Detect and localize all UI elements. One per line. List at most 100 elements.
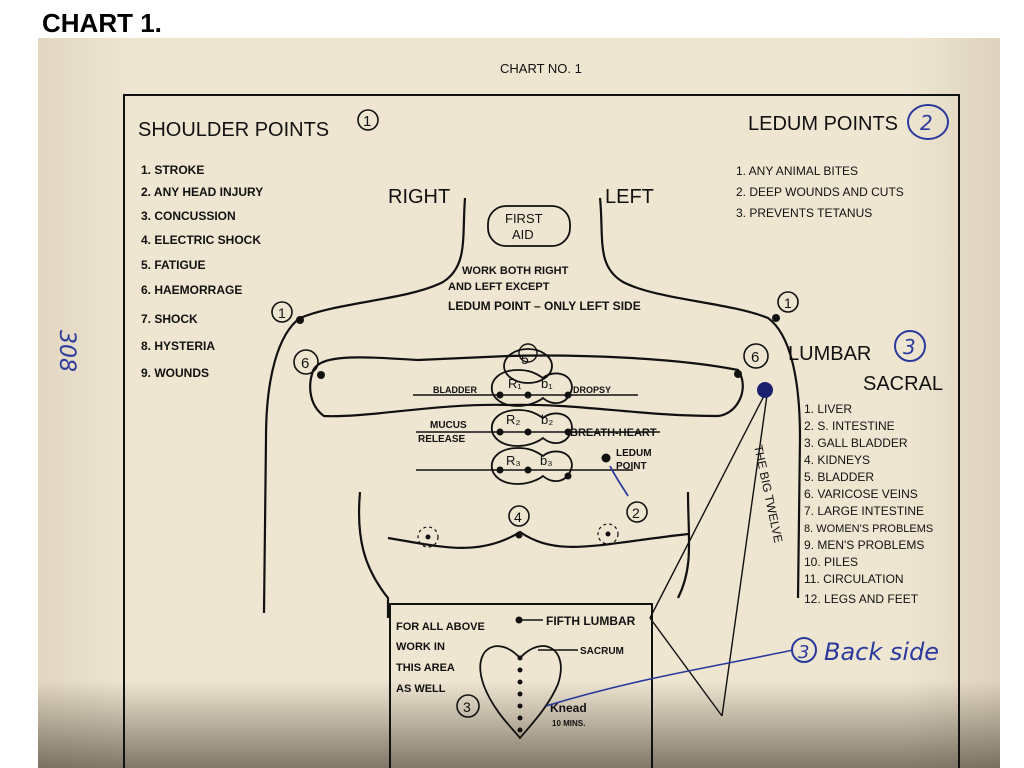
knead-duration: 10 MINS.	[552, 719, 585, 728]
sacral-title: SACRAL	[863, 373, 943, 395]
marker-shoulder-right-circle	[271, 301, 293, 323]
marker-ledum-circle	[626, 501, 648, 523]
chest-label-ledum: LEDUM	[616, 448, 652, 459]
instruction-line: WORK BOTH RIGHT	[462, 265, 569, 277]
list-item: 9. WOUNDS	[141, 366, 209, 380]
list-item: 2. S. INTESTINE	[804, 419, 895, 433]
ledum-points-title: LEDUM POINTS	[748, 113, 898, 135]
list-item: 10. PILES	[804, 555, 858, 569]
handwritten-note: Back side	[824, 638, 939, 666]
armpit-point-dot	[317, 371, 325, 379]
list-item: 2. DEEP WOUNDS AND CUTS	[736, 185, 904, 199]
marker-shoulder-left-circle	[777, 291, 799, 313]
chest-top-number-circle	[518, 343, 538, 363]
list-item: 5. BLADDER	[804, 470, 874, 484]
fifth-lumbar-dot	[515, 616, 523, 624]
nipple-right-dot	[425, 534, 431, 540]
chest-label-b3: b₃	[540, 453, 553, 468]
shoulder-point-dot	[772, 314, 780, 322]
list-item: 8. WOMEN'S PROBLEMS	[804, 523, 933, 535]
list-item: 7. SHOCK	[141, 312, 198, 326]
ledum-points-number: 2	[920, 111, 933, 135]
handwritten-arrow	[545, 649, 794, 707]
first-aid-line2: AID	[512, 227, 534, 242]
lumbar-point-dot	[757, 382, 773, 398]
marker-armpit-left: 6	[751, 349, 759, 366]
chest-label-point: POINT	[616, 461, 647, 472]
chest-label-r3: R₃	[506, 453, 521, 468]
shoulder-point-dot	[296, 316, 304, 324]
instruction-line: AND LEFT EXCEPT	[448, 281, 550, 293]
instruction-line: LEDUM POINT – ONLY LEFT SIDE	[448, 299, 641, 313]
chart-photo: CHART NO. 1 SHOULDER POINTS 1 1. STROKE …	[38, 38, 1000, 768]
first-aid-box	[487, 205, 571, 247]
slide-title: CHART 1.	[42, 8, 162, 38]
nipple-left	[597, 523, 619, 545]
sacrum-dots	[517, 655, 523, 733]
list-item: 8. HYSTERIA	[141, 339, 215, 353]
lumbar-sacral-list: 1. LIVER 2. S. INTESTINE 3. GALL BLADDER…	[804, 402, 933, 606]
chest-label-dropsy: DROPSY	[573, 385, 611, 395]
ledum-points-number-circle	[907, 104, 949, 140]
lower-box-line: THIS AREA	[396, 662, 455, 674]
armpit-point-dot	[734, 370, 742, 378]
right-label: RIGHT	[388, 186, 450, 208]
lower-box-line: FOR ALL ABOVE	[396, 621, 485, 633]
list-item: 4. ELECTRIC SHOCK	[141, 233, 261, 247]
sacrum-heart	[479, 645, 562, 740]
ledum-points-list: 1. ANY ANIMAL BITES 2. DEEP WOUNDS AND C…	[736, 164, 904, 220]
handwritten-number-circle	[791, 637, 817, 663]
list-item: 6. VARICOSE VEINS	[804, 487, 918, 501]
nipple-left-dot	[605, 531, 611, 537]
first-aid-line1: FIRST	[505, 211, 543, 226]
navel-point-dot	[515, 531, 523, 539]
fifth-lumbar-label: FIFTH LUMBAR	[546, 614, 636, 628]
marker-armpit-left-circle	[743, 343, 769, 369]
chest-point-dots	[496, 391, 611, 480]
shoulder-points-title: SHOULDER POINTS	[138, 119, 329, 141]
first-aid-chart-diagram: CHART NO. 1 SHOULDER POINTS 1 1. STROKE …	[54, 61, 960, 768]
list-item: 1. STROKE	[141, 163, 204, 177]
shoulder-points-number: 1	[363, 113, 371, 130]
chart-frame	[123, 94, 960, 768]
list-item: 6. HAEMORRAGE	[141, 283, 242, 297]
chest-label-b2: b₂	[541, 412, 553, 427]
big-twelve-label: THE BIG TWELVE	[751, 444, 785, 544]
list-item: 1. ANY ANIMAL BITES	[736, 164, 858, 178]
list-item: 4. KIDNEYS	[804, 453, 870, 467]
chart-header: CHART NO. 1	[500, 61, 582, 76]
list-item: 11. CIRCULATION	[804, 572, 904, 586]
list-item: 3. GALL BLADDER	[804, 436, 908, 450]
body-outline	[262, 197, 802, 618]
chest-label-release: RELEASE	[418, 434, 466, 445]
shoulder-points-list: 1. STROKE 2. ANY HEAD INJURY 3. CONCUSSI…	[141, 163, 263, 380]
lumbar-number: 3	[903, 335, 916, 359]
lumbar-number-circle	[894, 330, 926, 362]
nipple-right	[417, 526, 439, 548]
chest-label-r2: R₂	[506, 412, 520, 427]
marker-navel-circle	[508, 505, 530, 527]
list-item: 7. LARGE INTESTINE	[804, 504, 924, 518]
lower-box-line: AS WELL	[396, 683, 446, 695]
sacrum-label: SACRUM	[580, 646, 624, 657]
chest-loops	[491, 348, 573, 485]
marker-navel: 4	[514, 509, 522, 525]
list-item: 12. LEGS AND FEET	[804, 592, 919, 606]
big-twelve-lines	[649, 387, 769, 717]
shoulder-points-number-circle	[357, 109, 379, 131]
lumbar-title: LUMBAR	[788, 343, 871, 365]
side-note: 308	[54, 330, 79, 372]
handwritten-number: 3	[798, 642, 809, 663]
marker-sacrum-area: 3	[463, 699, 471, 715]
lower-box-line: WORK IN	[396, 641, 445, 653]
lower-box	[389, 603, 653, 768]
list-item: 2. ANY HEAD INJURY	[141, 185, 263, 199]
list-item: 5. FATIGUE	[141, 258, 205, 272]
marker-armpit-right: 6	[301, 355, 309, 372]
list-item: 9. MEN'S PROBLEMS	[804, 538, 924, 552]
left-label: LEFT	[605, 186, 654, 208]
chest-label-mucus: MUCUS	[430, 420, 467, 431]
marker-chest-top: 5	[521, 351, 529, 367]
chest-label-breath-heart: BREATH-HEART	[570, 427, 657, 439]
list-item: 3. PREVENTS TETANUS	[736, 206, 872, 220]
